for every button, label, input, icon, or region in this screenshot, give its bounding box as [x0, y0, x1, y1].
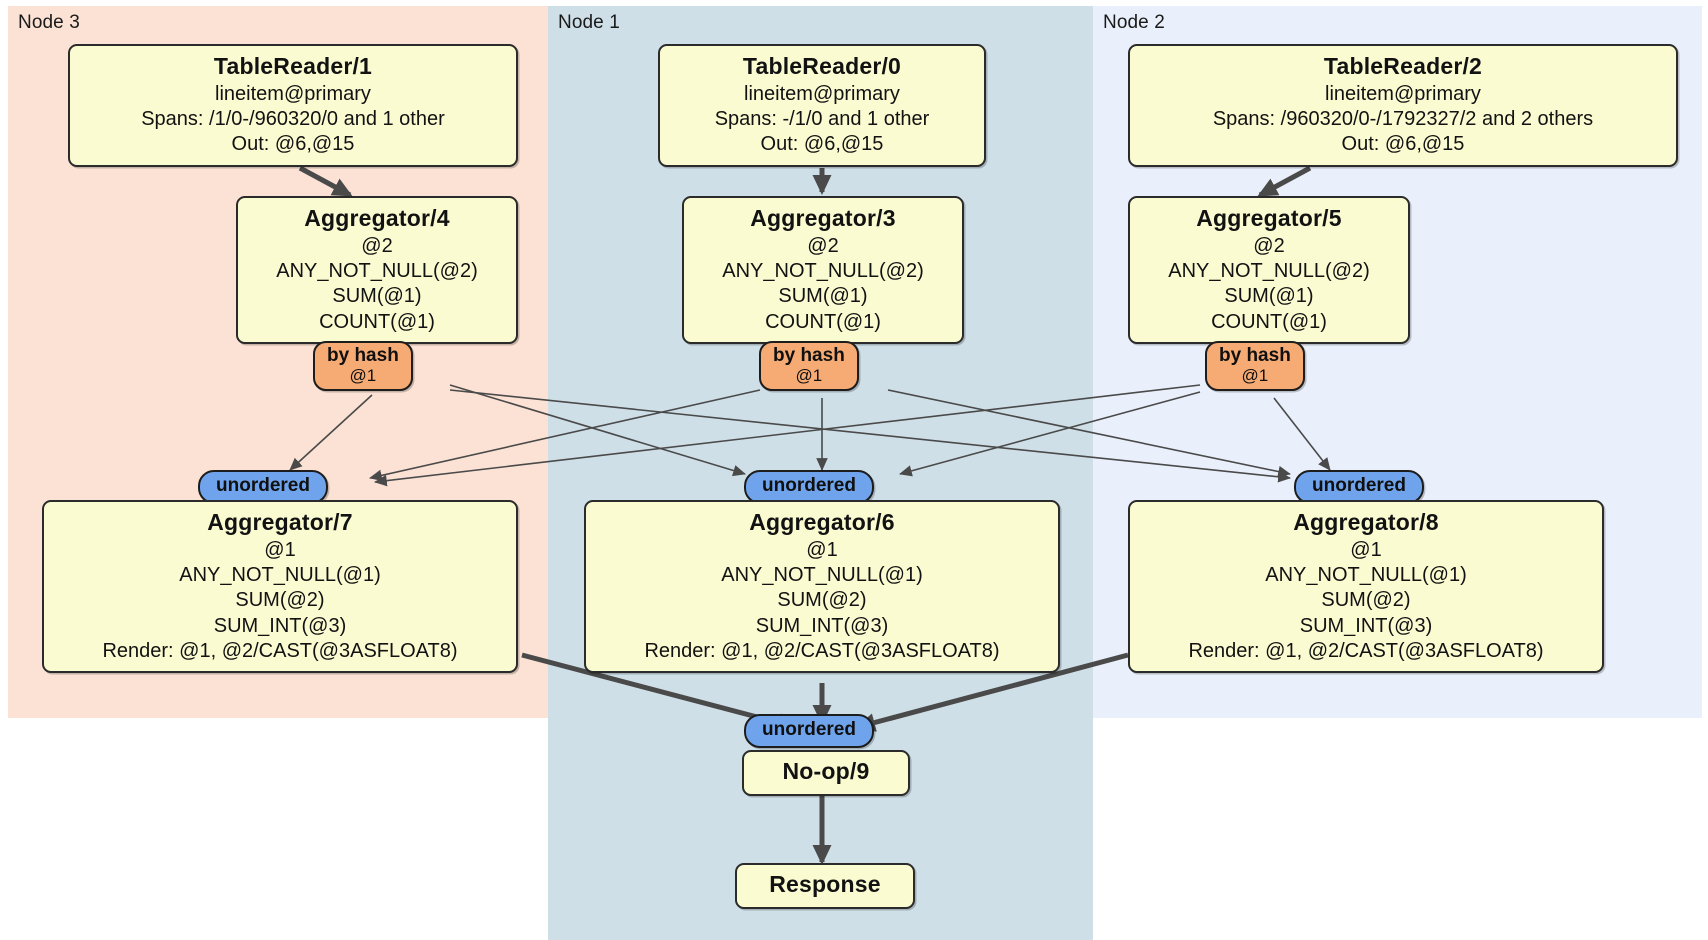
processor-detail-line: SUM(@2): [777, 589, 867, 612]
node-panel-label-node3: Node 3: [18, 12, 80, 33]
output-router-badge-by-hash-left[interactable]: by hash @1: [313, 341, 413, 391]
router-column-label: @1: [349, 365, 377, 385]
processor-box-tablereader-0[interactable]: TableReader/0 lineitem@primary Spans: -/…: [658, 44, 986, 167]
processor-detail-line: SUM(@1): [332, 285, 422, 308]
processor-detail-line: Out: @6,@15: [1341, 133, 1465, 156]
router-column-label: @1: [795, 365, 823, 385]
processor-detail-line: Spans: -/1/0 and 1 other: [714, 108, 930, 131]
router-type-label: by hash: [1219, 345, 1291, 366]
processor-detail-line: SUM_INT(@3): [755, 614, 889, 637]
processor-title: Aggregator/3: [750, 205, 896, 231]
processor-title: TableReader/0: [742, 53, 902, 79]
processor-detail-line: @1: [806, 538, 838, 561]
processor-title: Aggregator/8: [1293, 509, 1439, 535]
processor-detail-line: lineitem@primary: [744, 82, 900, 105]
processor-detail-line: Render: @1, @2/CAST(@3ASFLOAT8): [102, 639, 458, 662]
router-column-label: @1: [1241, 365, 1269, 385]
processor-detail-line: ANY_NOT_NULL(@1): [721, 564, 923, 587]
processor-title: Aggregator/4: [304, 205, 450, 231]
processor-detail-line: COUNT(@1): [765, 310, 881, 333]
processor-box-response[interactable]: Response: [735, 863, 915, 909]
processor-detail-line: SUM_INT(@3): [1299, 614, 1433, 637]
processor-detail-line: ANY_NOT_NULL(@1): [1265, 564, 1467, 587]
sync-type-label: unordered: [1312, 475, 1406, 496]
processor-title: Aggregator/7: [207, 509, 353, 535]
processor-box-aggregator-6[interactable]: Aggregator/6 @1 ANY_NOT_NULL(@1) SUM(@2)…: [584, 500, 1060, 673]
processor-detail-line: lineitem@primary: [215, 82, 371, 105]
processor-title: No-op/9: [782, 758, 870, 784]
processor-box-aggregator-4[interactable]: Aggregator/4 @2 ANY_NOT_NULL(@2) SUM(@1)…: [236, 196, 518, 344]
processor-detail-line: ANY_NOT_NULL(@1): [179, 564, 381, 587]
processor-detail-line: @2: [1253, 234, 1285, 257]
input-sync-badge-unordered-right[interactable]: unordered: [1294, 470, 1424, 504]
processor-title: Aggregator/5: [1196, 205, 1342, 231]
processor-detail-line: ANY_NOT_NULL(@2): [722, 260, 924, 283]
processor-title: TableReader/1: [213, 53, 373, 79]
input-sync-badge-unordered-middle[interactable]: unordered: [744, 470, 874, 504]
node-panel-label-node2: Node 2: [1103, 12, 1165, 33]
processor-detail-line: SUM(@1): [778, 285, 868, 308]
input-sync-badge-unordered-left[interactable]: unordered: [198, 470, 328, 504]
processor-detail-line: Out: @6,@15: [760, 133, 884, 156]
processor-title: Aggregator/6: [749, 509, 895, 535]
processor-detail-line: COUNT(@1): [319, 310, 435, 333]
processor-title: TableReader/2: [1323, 53, 1483, 79]
processor-detail-line: Out: @6,@15: [231, 133, 355, 156]
processor-detail-line: lineitem@primary: [1325, 82, 1481, 105]
processor-detail-line: ANY_NOT_NULL(@2): [276, 260, 478, 283]
input-sync-badge-unordered-final[interactable]: unordered: [744, 714, 874, 748]
processor-detail-line: @2: [361, 234, 393, 257]
processor-box-aggregator-5[interactable]: Aggregator/5 @2 ANY_NOT_NULL(@2) SUM(@1)…: [1128, 196, 1410, 344]
node-panel-label-node1: Node 1: [558, 12, 620, 33]
processor-box-aggregator-7[interactable]: Aggregator/7 @1 ANY_NOT_NULL(@1) SUM(@2)…: [42, 500, 518, 673]
processor-box-aggregator-8[interactable]: Aggregator/8 @1 ANY_NOT_NULL(@1) SUM(@2)…: [1128, 500, 1604, 673]
processor-detail-line: @1: [264, 538, 296, 561]
router-type-label: by hash: [327, 345, 399, 366]
processor-detail-line: COUNT(@1): [1211, 310, 1327, 333]
router-type-label: by hash: [773, 345, 845, 366]
processor-detail-line: @1: [1350, 538, 1382, 561]
output-router-badge-by-hash-right[interactable]: by hash @1: [1205, 341, 1305, 391]
processor-title: Response: [769, 871, 881, 897]
processor-detail-line: Render: @1, @2/CAST(@3ASFLOAT8): [644, 639, 1000, 662]
processor-box-aggregator-3[interactable]: Aggregator/3 @2 ANY_NOT_NULL(@2) SUM(@1)…: [682, 196, 964, 344]
sync-type-label: unordered: [762, 475, 856, 496]
processor-box-tablereader-1[interactable]: TableReader/1 lineitem@primary Spans: /1…: [68, 44, 518, 167]
processor-detail-line: SUM(@1): [1224, 285, 1314, 308]
processor-detail-line: Spans: /1/0-/960320/0 and 1 other: [141, 108, 445, 131]
processor-box-noop-9[interactable]: No-op/9: [742, 750, 910, 796]
processor-detail-line: Render: @1, @2/CAST(@3ASFLOAT8): [1188, 639, 1544, 662]
sync-type-label: unordered: [762, 719, 856, 740]
processor-detail-line: SUM(@2): [235, 589, 325, 612]
processor-detail-line: SUM(@2): [1321, 589, 1411, 612]
processor-detail-line: Spans: /960320/0-/1792327/2 and 2 others: [1212, 108, 1594, 131]
output-router-badge-by-hash-middle[interactable]: by hash @1: [759, 341, 859, 391]
processor-detail-line: @2: [807, 234, 839, 257]
processor-detail-line: SUM_INT(@3): [213, 614, 347, 637]
processor-detail-line: ANY_NOT_NULL(@2): [1168, 260, 1370, 283]
sync-type-label: unordered: [216, 475, 310, 496]
processor-box-tablereader-2[interactable]: TableReader/2 lineitem@primary Spans: /9…: [1128, 44, 1678, 167]
